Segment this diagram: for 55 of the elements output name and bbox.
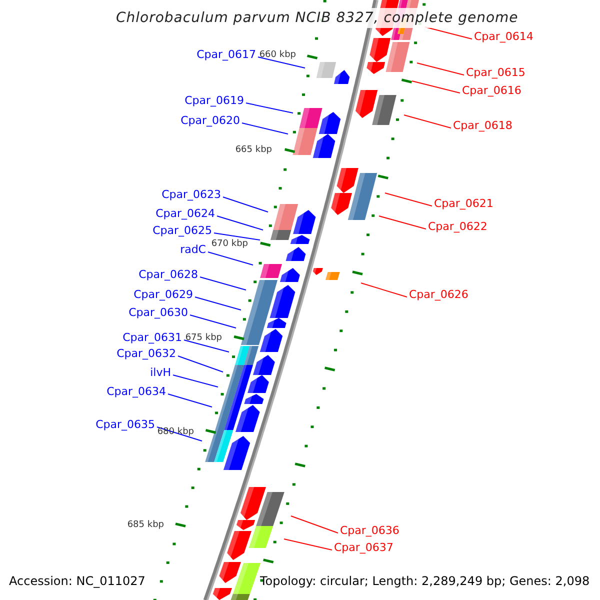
leader-line [190, 314, 236, 328]
gene-label: Cpar_0624 [156, 206, 215, 222]
gene-label: Cpar_0616 [462, 83, 522, 99]
leader-line [178, 356, 224, 372]
scale-label: 660 kbp [259, 49, 296, 62]
leader-line [290, 516, 338, 534]
leader-line [156, 426, 202, 442]
gene-label: Cpar_0626 [409, 287, 468, 303]
leader-line [172, 374, 218, 388]
gene-label: Cpar_0629 [134, 287, 193, 303]
scale-label: 685 kbp [127, 519, 164, 532]
leader-line [200, 276, 246, 290]
leader-line [208, 252, 254, 266]
leader-line [384, 192, 432, 206]
leader-line [216, 216, 264, 230]
leader-line [168, 394, 212, 408]
gene-label: Cpar_0625 [152, 223, 212, 239]
gene-label: Cpar_0615 [466, 65, 526, 81]
leader-line [214, 232, 260, 240]
gene-label: Cpar_0620 [180, 113, 240, 129]
gene-label: Cpar_0634 [106, 384, 166, 400]
scale-label: 670 kbp [211, 238, 248, 251]
leader-line [258, 56, 306, 68]
leader-line [242, 122, 288, 134]
gene-label: radC [180, 242, 206, 258]
leader-line [222, 196, 268, 212]
gene-label: Cpar_0632 [116, 346, 176, 362]
gene-label: Cpar_0619 [184, 93, 244, 109]
gene-label: Cpar_0636 [340, 523, 400, 539]
scale-label: 675 kbp [185, 332, 222, 345]
leader-line [184, 340, 230, 352]
gene-label: Cpar_0622 [428, 219, 488, 235]
gene-label: Cpar_0623 [162, 187, 221, 203]
gene-label: Cpar_0614 [474, 29, 534, 45]
gene-label: ilvH [150, 365, 171, 381]
leader-line [194, 296, 242, 310]
gene-label: Cpar_0630 [128, 305, 188, 321]
gene-label: Cpar_0635 [96, 417, 155, 433]
leader-line [404, 114, 452, 128]
gene-label: Cpar_0631 [122, 330, 182, 346]
info-text: Accession: NC_011027 [9, 573, 146, 589]
gene-label: Cpar_0621 [434, 196, 494, 212]
leader-line [412, 80, 460, 94]
leader-line [284, 538, 332, 550]
leader-line [378, 216, 426, 230]
scale-label: 680 kbp [157, 426, 194, 439]
info-text: Topology: circular; Length: 2,289,249 bp; Genes: 2,098 [260, 573, 590, 589]
leader-line [416, 62, 464, 76]
leader-line [246, 102, 294, 114]
gene-label: Cpar_0618 [453, 118, 512, 134]
gene-label: Cpar_0628 [138, 267, 198, 283]
leader-line [360, 282, 408, 298]
gene-label: Cpar_0637 [334, 540, 394, 556]
scale-label: 665 kbp [235, 144, 272, 157]
gene-label: Cpar_0617 [196, 47, 256, 63]
